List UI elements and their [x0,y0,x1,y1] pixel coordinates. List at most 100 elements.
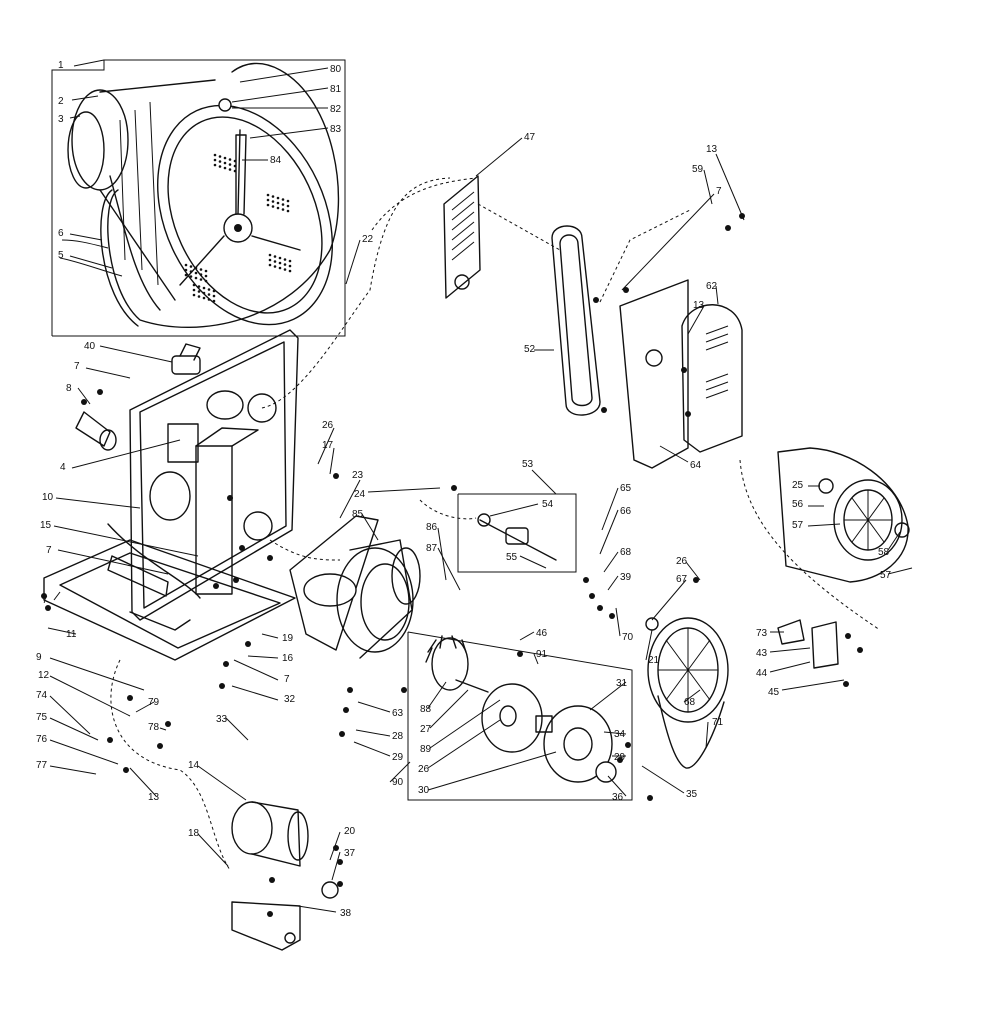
perforation-dot [228,158,232,161]
perforation-dot [199,273,203,276]
leader-line [389,761,411,783]
leader-line [197,833,229,867]
perforation-dot [218,155,222,158]
leader-line [489,503,539,517]
leader-line [641,765,685,794]
leader-line [781,679,845,691]
part-label: 83 [330,124,342,135]
screw [267,555,273,561]
perforation-dot [199,268,203,271]
perforation-dot [212,289,216,293]
part-label: 70 [622,632,634,643]
perforation-dot [202,286,206,290]
part-label: 16 [282,653,294,664]
part-label: 29 [614,752,626,763]
part-label: 88 [420,704,432,715]
leader-line [317,427,335,465]
part-label: 33 [216,714,228,725]
leader-line [49,765,97,775]
screw [233,577,239,583]
perforation-dot [288,259,292,263]
part-label: 44 [756,668,768,679]
rear-panel [43,329,299,661]
leader-line [71,439,181,469]
perforation-dot [268,253,272,257]
drum-assembly [51,59,346,337]
screw [337,859,343,865]
screw [97,389,103,395]
part-label: 90 [392,777,404,788]
leader-line [55,497,141,509]
leader-line [49,739,119,765]
perforation-dot [281,208,285,211]
leader-line [345,239,361,285]
leader-line [429,699,501,749]
perforation-dot [204,269,208,273]
perforation-dot [233,164,237,168]
perforation-dot [233,159,237,163]
leader-line [49,657,145,691]
leader-line [69,255,113,269]
perforation-dot [283,258,287,261]
screw [213,583,219,589]
screw [597,605,603,611]
perforation-dot [278,266,282,270]
part-label: 82 [330,104,342,115]
part-label: 28 [392,731,404,742]
leader-line [329,831,341,861]
part-label: 4 [60,462,66,473]
leader-line [659,445,689,463]
part-label: 59 [692,164,704,175]
part-label: 57 [792,520,804,531]
perforation-dot [223,161,227,165]
part-label: 89 [420,744,432,755]
leader-line [99,345,173,363]
leader-line [49,695,91,735]
leader-line [247,655,279,659]
part-label: 87 [426,543,438,554]
part-label: 14 [188,760,200,771]
part-label: 35 [686,789,698,800]
screw [625,742,631,748]
leader-line [715,153,745,221]
part-label: 17 [322,440,334,451]
perforation-dot [204,274,208,278]
leader-line [361,513,379,541]
screw [589,593,595,599]
perforation-dot [197,290,201,293]
screw [123,767,129,773]
leader-line [47,627,77,635]
perforation-dot [204,279,208,283]
part-label: 13 [693,300,705,311]
access-covers [443,175,743,469]
part-label: 29 [392,752,404,763]
perforation-dot [199,278,203,281]
part-label: 22 [362,234,374,245]
part-label: 45 [768,687,780,698]
screw [517,651,523,657]
perforation-dot [266,198,270,202]
screw [269,877,275,883]
leader-line [519,555,547,569]
part-label: 5 [58,250,64,261]
part-label: 2 [58,96,64,107]
perforation-dot [233,169,237,173]
screw [45,605,51,611]
perforation-dot [212,299,216,303]
part-label: 37 [344,848,356,859]
motor [231,801,339,951]
perforation-dot [266,193,270,197]
leader-line [437,547,461,591]
part-label: 32 [284,694,296,705]
leader-line [329,447,335,475]
screw [845,633,851,639]
perforation-dot [189,270,193,273]
perforation-dot [202,296,206,300]
leader-line [159,727,167,731]
perforation-dot [286,209,290,213]
perforation-dot [276,206,280,210]
part-label: 34 [614,729,626,740]
leader-line [685,561,701,581]
